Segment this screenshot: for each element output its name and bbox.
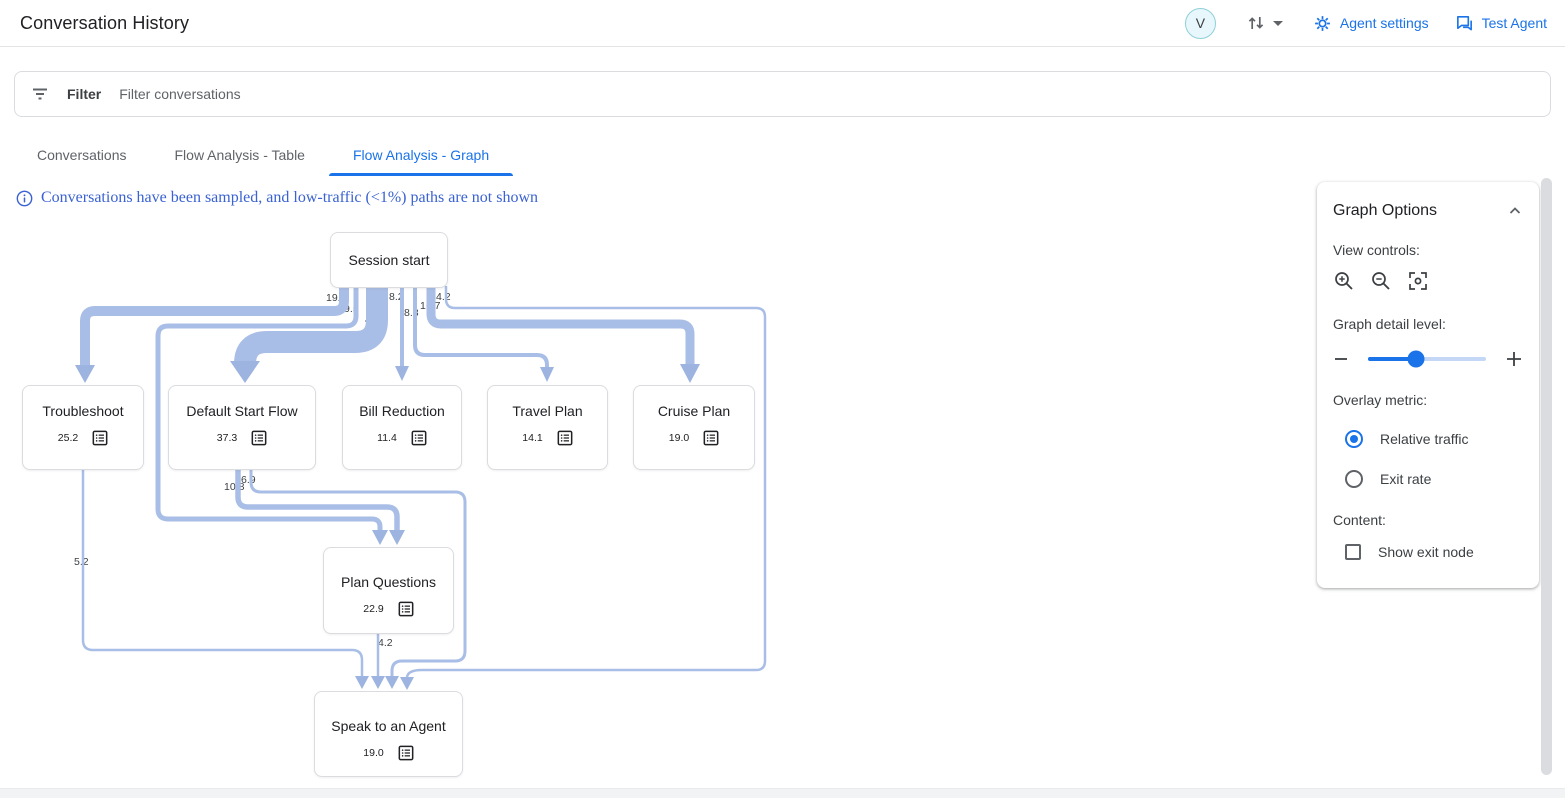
tab-flow-analysis-graph[interactable]: Flow Analysis - Graph [328, 133, 514, 176]
node-title: Cruise Plan [657, 403, 731, 419]
detail-level-slider[interactable] [1368, 350, 1486, 368]
chevron-down-icon [1272, 20, 1283, 26]
node-value: 14.1 [522, 432, 543, 444]
tab-flow-analysis-table[interactable]: Flow Analysis - Table [174, 146, 305, 163]
detail-level-label: Graph detail level: [1333, 316, 1446, 332]
edge-label: 9.5 [344, 303, 359, 315]
avatar-initial: V [1195, 15, 1206, 31]
avatar[interactable]: V [1184, 7, 1216, 39]
node-value: 19.0 [668, 432, 690, 444]
edge-label: 6.9 [241, 474, 256, 486]
detail-decrease-icon[interactable] [1333, 351, 1349, 367]
app-header: Conversation History V Agent settings [0, 0, 1565, 47]
node-session-start[interactable]: Session start [330, 232, 448, 288]
conversation-list-icon[interactable] [92, 430, 108, 446]
node-default-start-flow[interactable]: Default Start Flow 37.3 [168, 385, 316, 470]
zoom-out-icon[interactable] [1370, 270, 1392, 292]
checkbox-show-exit-node[interactable]: Show exit node [1345, 544, 1523, 560]
edge-label: 5.2 [74, 556, 89, 568]
node-title: Troubleshoot [42, 403, 124, 419]
page-title: Conversation History [20, 12, 190, 33]
node-value: 22.9 [363, 603, 384, 615]
radio-relative-traffic[interactable]: Relative traffic [1345, 430, 1523, 448]
node-travel-plan[interactable]: Travel Plan 14.1 [487, 385, 608, 470]
node-title: Speak to an Agent [331, 718, 446, 734]
sampling-notice: Conversations have been sampled, and low… [16, 189, 1565, 207]
graph-options-panel: Graph Options View controls: Graph detai… [1317, 182, 1539, 588]
conversation-list-icon[interactable] [411, 430, 427, 446]
chat-icon [1455, 14, 1474, 33]
edge-label: 8.8 [404, 307, 419, 319]
tab-bar: Conversations Flow Analysis - Table Flow… [13, 133, 1565, 176]
test-agent-label: Test Agent [1481, 15, 1547, 31]
node-speak-to-an-agent[interactable]: Speak to an Agent 19.0 [314, 691, 463, 777]
node-plan-questions[interactable]: Plan Questions 22.9 [323, 547, 454, 634]
slider-thumb[interactable] [1407, 350, 1425, 368]
filter-icon [31, 85, 49, 103]
node-bill-reduction[interactable]: Bill Reduction 11.4 [342, 385, 462, 470]
node-title: Session start [348, 252, 430, 268]
node-troubleshoot[interactable]: Troubleshoot 25.2 [22, 385, 144, 470]
agent-settings-label: Agent settings [1339, 15, 1429, 31]
node-value: 37.3 [216, 432, 238, 444]
filter-input[interactable] [119, 86, 1534, 102]
panel-title: Graph Options [1333, 202, 1438, 219]
conversation-list-icon[interactable] [703, 430, 719, 446]
filter-bar[interactable]: Filter [14, 71, 1551, 117]
radio-icon [1345, 430, 1363, 448]
tab-conversations[interactable]: Conversations [37, 146, 127, 163]
radio-icon [1345, 470, 1363, 488]
node-value: 25.2 [57, 432, 79, 444]
node-value: 11.4 [377, 432, 397, 444]
info-icon [16, 190, 33, 207]
zoom-in-icon[interactable] [1333, 270, 1355, 292]
filter-label: Filter [67, 86, 102, 102]
conversation-list-icon[interactable] [557, 430, 573, 446]
horizontal-scrollbar-track[interactable] [0, 788, 1565, 798]
node-title: Travel Plan [512, 403, 583, 419]
gear-icon [1313, 14, 1332, 33]
node-title: Default Start Flow [186, 403, 298, 419]
vertical-scrollbar[interactable] [1541, 178, 1552, 775]
conversation-list-icon[interactable] [398, 601, 414, 617]
edge-label: 8.2 [389, 291, 404, 303]
radio-exit-rate[interactable]: Exit rate [1345, 470, 1523, 488]
node-cruise-plan[interactable]: Cruise Plan 19.0 [633, 385, 755, 470]
view-controls-label: View controls: [1333, 242, 1420, 258]
overlay-metric-label: Overlay metric: [1333, 392, 1428, 408]
sort-order-button[interactable] [1242, 9, 1287, 37]
conversation-list-icon[interactable] [398, 745, 414, 761]
test-agent-button[interactable]: Test Agent [1455, 14, 1547, 33]
conversation-list-icon[interactable] [251, 430, 267, 446]
import-export-icon [1246, 13, 1266, 33]
node-title: Plan Questions [341, 574, 436, 590]
edge-label: 42.8 [365, 314, 386, 326]
edge-label: 4.2 [378, 637, 393, 649]
node-title: Bill Reduction [359, 403, 445, 419]
checkbox-icon [1345, 544, 1361, 560]
detail-increase-icon[interactable] [1505, 350, 1523, 368]
sampling-notice-text: Conversations have been sampled, and low… [41, 189, 539, 206]
content-label: Content: [1333, 512, 1386, 528]
agent-settings-button[interactable]: Agent settings [1313, 14, 1429, 33]
collapse-panel-button[interactable] [1507, 203, 1523, 219]
node-value: 19.0 [363, 747, 384, 759]
edge-label: 4.2 [436, 291, 451, 303]
center-focus-icon[interactable] [1407, 270, 1429, 292]
